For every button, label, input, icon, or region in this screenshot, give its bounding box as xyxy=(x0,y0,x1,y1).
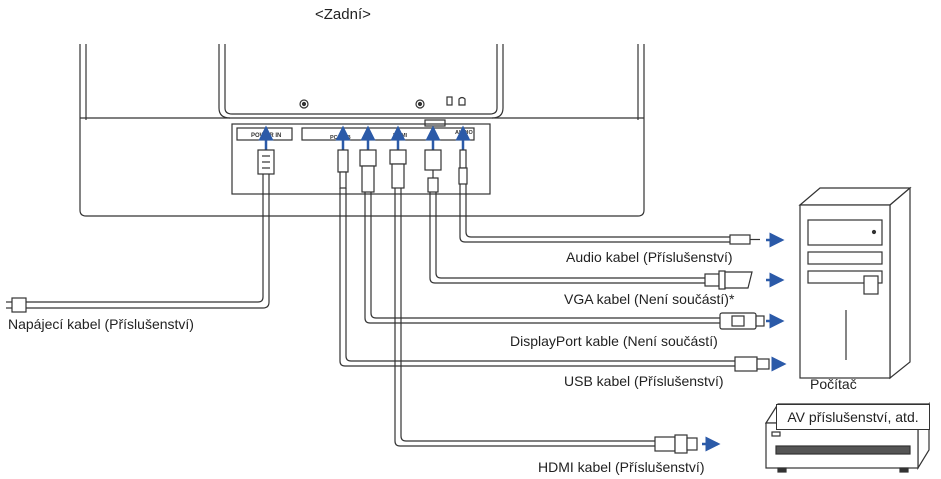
screw-holes xyxy=(299,96,466,127)
cable-end-connectors xyxy=(6,234,770,454)
computer-tower xyxy=(798,186,912,380)
computer-label: Počítač xyxy=(810,376,857,392)
cables xyxy=(26,174,735,447)
displayport-cable-label: DisplayPort kable (Není součástí) xyxy=(510,333,718,349)
port-label-hdmi: HDMI xyxy=(393,133,408,139)
port-arrows xyxy=(258,125,471,150)
cable-arrows xyxy=(702,232,787,452)
usb-cable-label: USB kabel (Příslušenství) xyxy=(564,373,724,389)
diagram-title: <Zadní> xyxy=(315,6,371,23)
hdmi-cable-label: HDMI kabel (Příslušenství) xyxy=(538,459,705,475)
port-label-usb: PC USB xyxy=(330,135,351,141)
power-cable-label: Napájecí kabel (Příslušenství) xyxy=(8,316,194,332)
av-device-label: AV příslušenství, atd. xyxy=(776,404,930,430)
audio-cable-label: Audio kabel (Příslušenství) xyxy=(566,249,733,265)
vga-cable-label: VGA kabel (Není součástí)* xyxy=(564,291,735,307)
monitor-plugs xyxy=(257,149,468,193)
